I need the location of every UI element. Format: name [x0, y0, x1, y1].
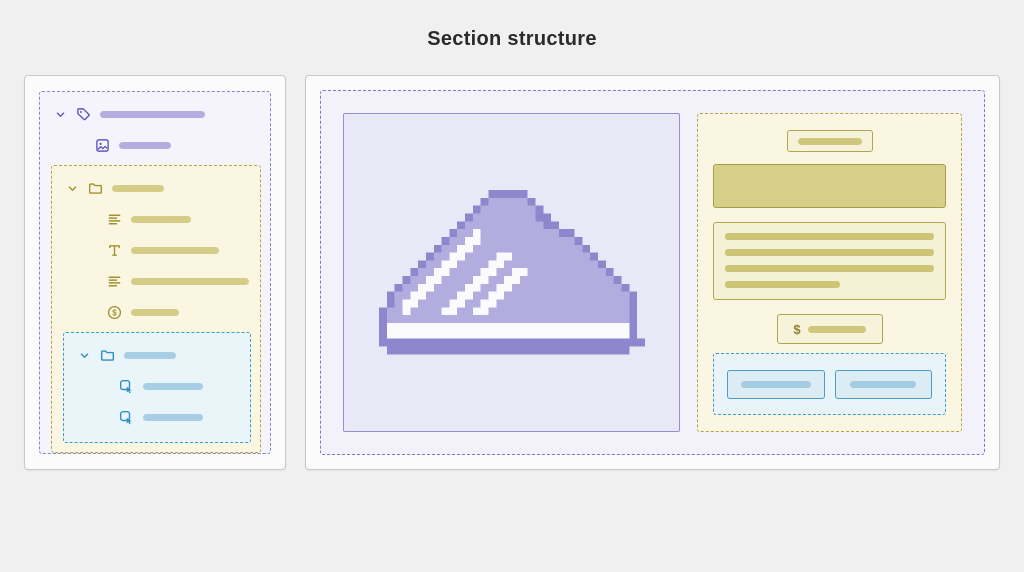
type-icon	[106, 243, 122, 259]
button-skeleton-1[interactable]	[727, 369, 825, 399]
layers-panel: $	[24, 75, 286, 470]
section-layer-group: $	[39, 91, 271, 454]
sneaker-pixel-image	[378, 190, 645, 355]
badge-label-skeleton	[797, 137, 862, 145]
card-container[interactable]: $	[697, 113, 962, 432]
product-image-box[interactable]	[343, 113, 680, 432]
layer-name-skeleton	[131, 309, 179, 316]
title-skeleton[interactable]	[713, 164, 946, 208]
page-title: Section structure	[427, 28, 597, 50]
canvas-panel: $	[305, 75, 1000, 470]
page: Section structure $ $	[0, 28, 1024, 470]
layer-name-skeleton	[119, 142, 171, 149]
button-icon	[118, 410, 134, 426]
layer-name-skeleton	[131, 247, 219, 254]
layers-tree: $	[39, 91, 271, 454]
layer-row-image[interactable]	[49, 130, 261, 161]
layer-row-folder[interactable]	[61, 173, 251, 204]
buttons-layer-group	[63, 332, 251, 443]
layer-name-skeleton	[143, 414, 203, 421]
card-layer-group: $	[51, 165, 261, 453]
chevron-down-icon[interactable]	[66, 181, 78, 197]
layer-name-skeleton	[131, 216, 191, 223]
layer-name-skeleton	[124, 352, 176, 359]
layer-name-skeleton	[112, 185, 164, 192]
badge-skeleton[interactable]	[786, 130, 873, 152]
paragraph-line-skeleton	[725, 265, 934, 272]
button-skeleton-2[interactable]	[834, 369, 932, 399]
image-icon	[94, 138, 110, 154]
buttons-container[interactable]	[713, 353, 946, 415]
layer-row-tag[interactable]	[49, 99, 261, 130]
layout: $ $	[0, 75, 1024, 470]
paragraph-skeleton[interactable]	[713, 222, 946, 300]
layer-row-type[interactable]	[61, 235, 251, 266]
paragraph-line-skeleton	[725, 249, 934, 256]
text-align-icon	[106, 274, 122, 290]
button-label-skeleton	[740, 380, 811, 388]
text-align-icon	[106, 212, 122, 228]
section-container[interactable]: $	[320, 90, 985, 455]
layer-name-skeleton	[100, 111, 205, 118]
price-icon: $	[106, 305, 122, 321]
dollar-sign: $	[793, 321, 801, 337]
paragraph-line-skeleton	[725, 233, 934, 240]
layer-row-text-align[interactable]	[61, 204, 251, 235]
layer-row-folder[interactable]	[73, 340, 241, 371]
layer-name-skeleton	[131, 278, 249, 285]
layer-row-button[interactable]	[73, 371, 241, 402]
folder-icon	[87, 181, 103, 197]
layer-row-text-align[interactable]	[61, 266, 251, 297]
layer-name-skeleton	[143, 383, 203, 390]
button-icon	[118, 379, 134, 395]
button-label-skeleton	[850, 380, 917, 388]
price-value-skeleton	[807, 325, 866, 333]
chevron-down-icon[interactable]	[54, 107, 66, 123]
tag-icon	[75, 107, 91, 123]
paragraph-line-skeleton	[725, 281, 840, 288]
chevron-down-icon[interactable]	[78, 348, 90, 364]
layer-row-button[interactable]	[73, 402, 241, 433]
folder-icon	[99, 348, 115, 364]
svg-text:$: $	[112, 309, 117, 318]
price-skeleton[interactable]: $	[776, 314, 883, 344]
layer-row-price[interactable]: $	[61, 297, 251, 328]
